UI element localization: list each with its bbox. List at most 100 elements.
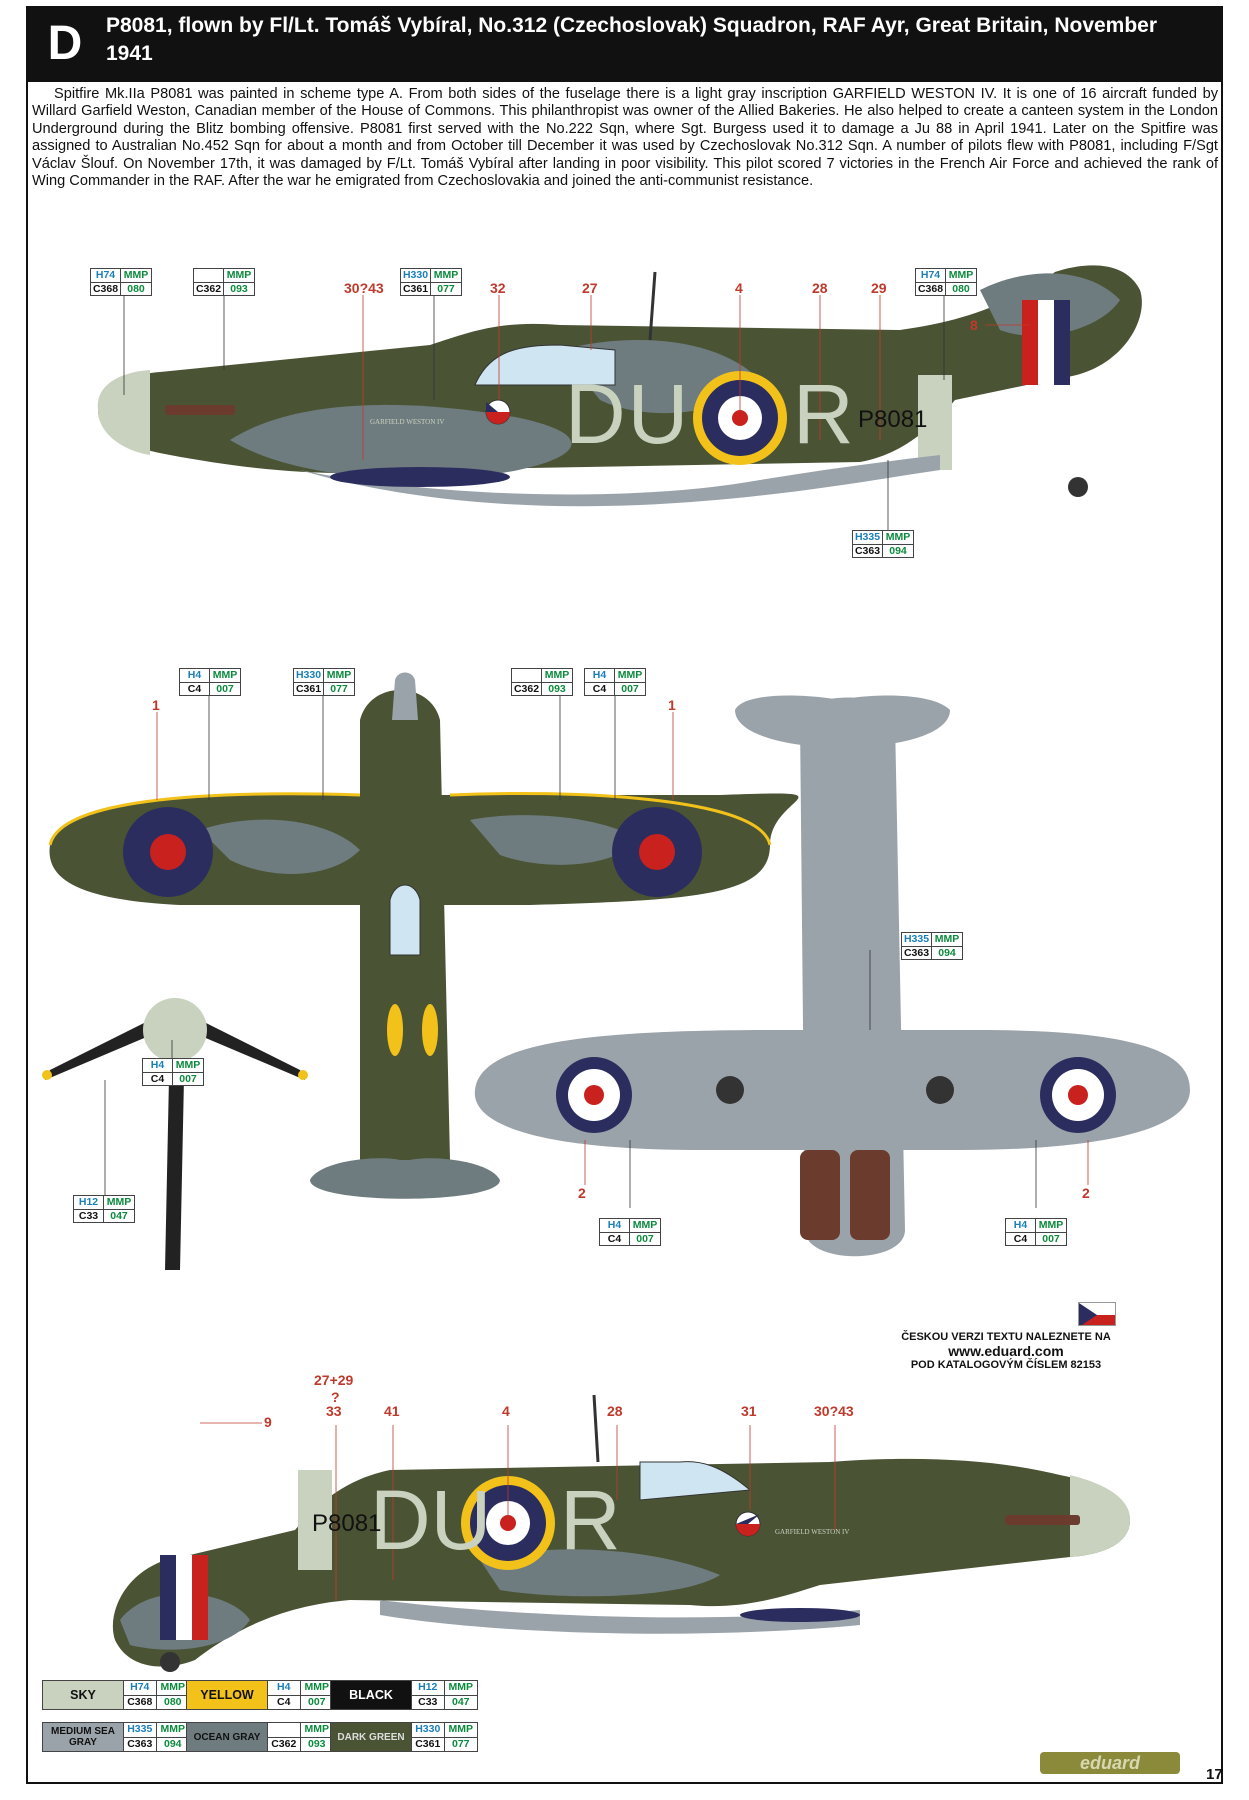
underwing-roundel: [330, 467, 510, 487]
exhaust: [165, 405, 235, 415]
czech-flag-icon: [1078, 1302, 1116, 1326]
czech-version-note: ČESKOU VERZI TEXTU NALEZNETE NA www.edua…: [876, 1330, 1136, 1372]
sky-band: [918, 375, 952, 470]
decal-number: ?: [331, 1389, 340, 1405]
prop-blade: [45, 1010, 175, 1080]
left-code-r: R: [560, 1473, 621, 1567]
tail-wheel: [1068, 477, 1088, 497]
decal-number: 30?43: [344, 280, 384, 296]
history-text: Spitfire Mk.IIa P8081 was painted in sch…: [32, 86, 1218, 190]
code-letters-du: DU: [565, 367, 691, 461]
decal-number: 31: [741, 1403, 757, 1419]
top-view: [48, 672, 799, 1199]
camo-patch: [230, 404, 572, 479]
decal-number: 4: [735, 280, 743, 296]
legend-swatch: DARK GREEN: [330, 1722, 412, 1752]
decal-number: 1: [668, 697, 676, 713]
left-sky-band: [298, 1470, 332, 1570]
svg-text:eduard: eduard: [1080, 1753, 1141, 1773]
decal-number: 28: [607, 1403, 623, 1419]
left-side-profile: [112, 1394, 1131, 1672]
decal-number: 1: [152, 697, 160, 713]
underside-exhaust: [800, 1150, 840, 1240]
left-spinner: [1070, 1475, 1130, 1557]
spinner: [97, 370, 150, 455]
page-number: 17: [1206, 1766, 1223, 1783]
garfield-inscription: GARFIELD WESTON IV: [370, 418, 445, 426]
decal-number: 2: [578, 1185, 586, 1201]
left-fin-flash: [160, 1555, 176, 1640]
underside-tailplane: [735, 695, 950, 748]
decal-number: 2: [1082, 1185, 1090, 1201]
left-serial-number: P8081: [312, 1510, 382, 1537]
underside-view: [474, 695, 1190, 1257]
legend-swatch: SKY: [42, 1680, 124, 1710]
prop-spinner: [143, 998, 207, 1062]
right-side-profile: [97, 265, 1142, 507]
decal-number: 4: [502, 1403, 510, 1419]
top-tailplane: [310, 1158, 500, 1199]
legend-swatch: YELLOW: [186, 1680, 268, 1710]
underside-wheel: [716, 1076, 744, 1104]
left-garfield-inscription: GARFIELD WESTON IV: [775, 1528, 850, 1536]
code-letter-r: R: [793, 367, 854, 461]
decal-number: 27+29: [314, 1372, 354, 1388]
propeller-view: [42, 998, 308, 1270]
canopy: [474, 344, 616, 386]
left-code-du: DU: [370, 1473, 492, 1567]
decal-number: 33: [326, 1403, 342, 1419]
legend-swatch: BLACK: [330, 1680, 412, 1710]
decal-number: 32: [490, 280, 506, 296]
legend-swatch: OCEAN GRAY: [186, 1722, 268, 1752]
fin-flash: [1022, 300, 1038, 385]
leader-lines: [104, 292, 1037, 1208]
callout-lines: [156, 295, 1089, 1600]
underside: [300, 455, 940, 507]
decal-number: 27: [582, 280, 598, 296]
decal-number: 8: [970, 317, 978, 333]
page-header: D P8081, flown by Fl/Lt. Tomáš Vybíral, …: [26, 6, 1223, 82]
decal-number: 30?43: [814, 1403, 854, 1419]
antenna: [648, 271, 657, 341]
left-canopy: [639, 1461, 752, 1501]
underside-fuselage: [800, 697, 905, 1257]
legend-swatch: MEDIUM SEA GRAY: [42, 1722, 124, 1752]
top-canopy: [389, 884, 421, 956]
eduard-logo-icon: eduard: [1040, 1752, 1180, 1774]
decal-number: 41: [384, 1403, 400, 1419]
serial-number: P8081: [858, 406, 928, 433]
decal-number: 28: [812, 280, 828, 296]
eduard-link[interactable]: www.eduard.com: [948, 1343, 1064, 1359]
profile-letter: D: [47, 17, 83, 70]
profile-title: P8081, flown by Fl/Lt. Tomáš Vybíral, No…: [106, 14, 1158, 65]
decal-number: 29: [871, 280, 887, 296]
